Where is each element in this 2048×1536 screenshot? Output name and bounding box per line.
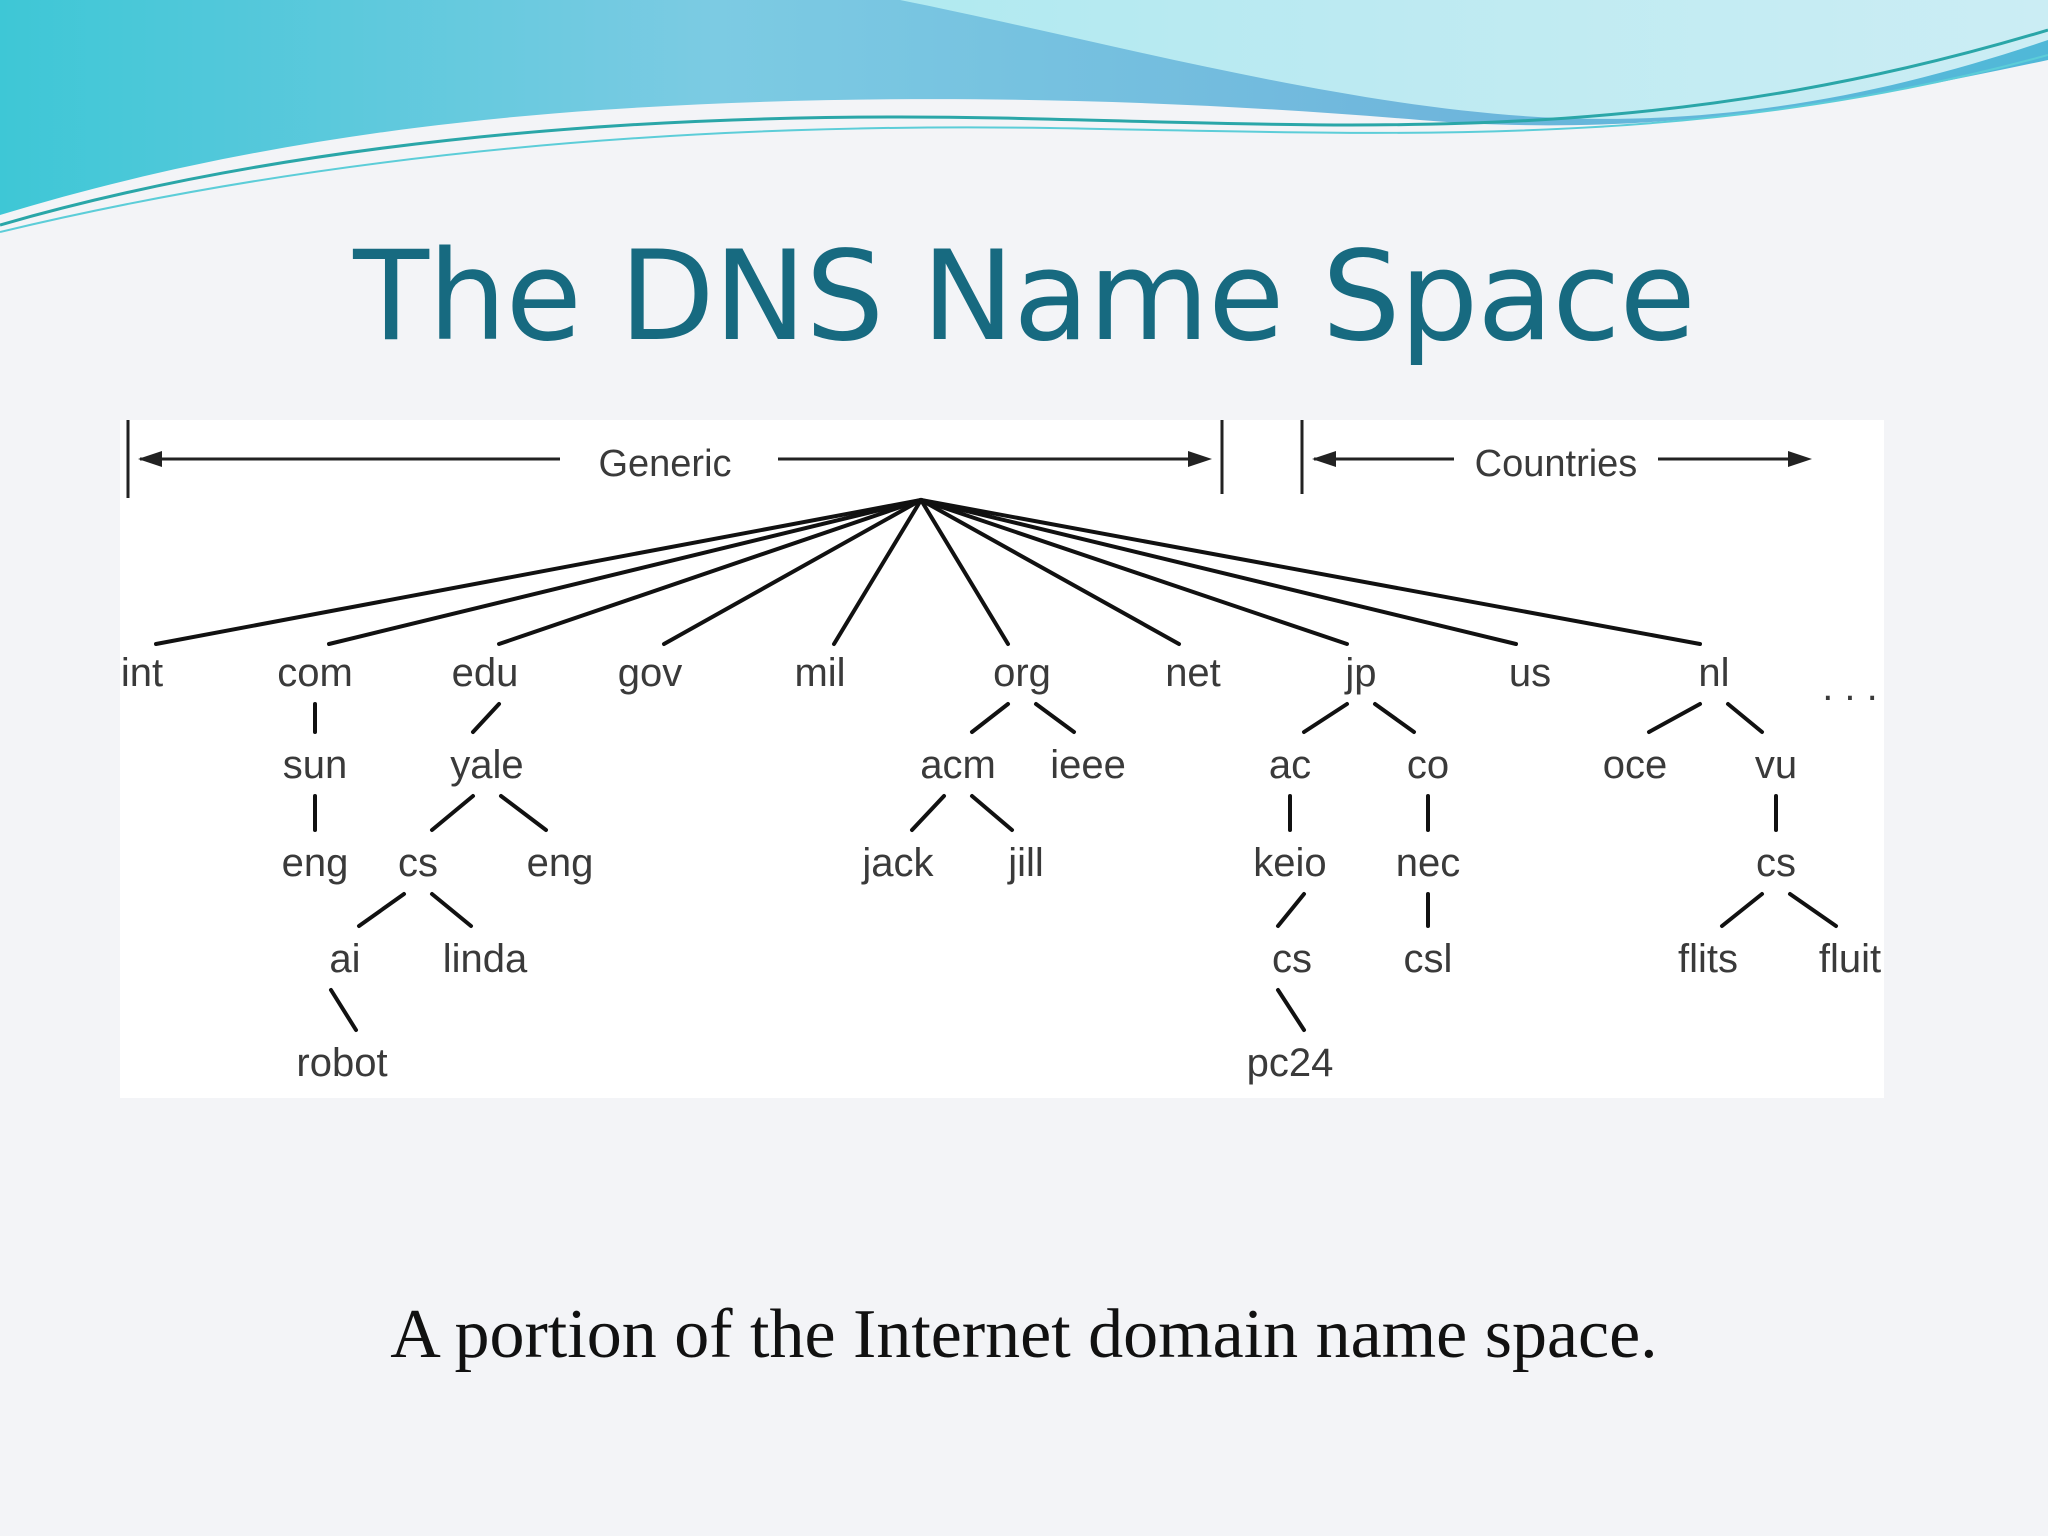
edge-root-mil: [832, 498, 923, 646]
node-int: int: [121, 651, 163, 695]
slide-title: The DNS Name Space: [353, 225, 1696, 369]
node-edu-yale-cs-ai: ai: [329, 937, 360, 981]
edge-root-net: [919, 498, 1181, 646]
node-org: org: [993, 651, 1051, 695]
edge-nl-vu-cs-nl-vu-cs-fluit: [1788, 892, 1838, 928]
node-jp-ac-keio-cs-pc24: pc24: [1247, 1041, 1334, 1085]
node-us: us: [1509, 651, 1551, 695]
node-jp-co-nec: nec: [1396, 841, 1461, 885]
node-mil: mil: [794, 651, 845, 695]
node-jp-ac-keio-cs: cs: [1272, 937, 1312, 981]
edge-nl-vu-cs-nl-vu-cs-flits: [1720, 892, 1764, 928]
edge-root-gov: [662, 498, 923, 646]
decorative-wave-banner: [0, 0, 2048, 233]
node-jp-ac-keio: keio: [1253, 841, 1326, 885]
node-jp-co: co: [1407, 743, 1449, 787]
generic-right-arrowhead: [1188, 451, 1212, 467]
edge-org-org-acm: [970, 702, 1010, 734]
edge-root-edu: [497, 498, 923, 646]
edge-org-acm-org-acm-jack: [910, 794, 946, 832]
tree-edges: [154, 498, 1838, 1032]
countries-left-arrowhead: [1312, 451, 1336, 467]
edge-root-nl: [919, 498, 1702, 646]
slide-caption: A portion of the Internet domain name sp…: [390, 1296, 1658, 1373]
node-nl-vu-cs: cs: [1756, 841, 1796, 885]
edge-org-org-ieee: [1034, 702, 1076, 734]
node-edu-yale-cs-linda: linda: [443, 937, 528, 981]
edge-jp-ac-keio-jp-ac-keio-cs: [1276, 892, 1306, 928]
edge-root-jp: [919, 498, 1349, 646]
edge-edu-yale-edu-yale-eng: [499, 794, 548, 832]
node-gov: gov: [618, 651, 683, 695]
node-nl: nl: [1698, 651, 1729, 695]
edge-root-us: [919, 498, 1518, 646]
node-org-acm-jill: jill: [1007, 841, 1044, 885]
node-com: com: [277, 651, 353, 695]
node-jp: jp: [1344, 651, 1376, 695]
node-org-acm: acm: [920, 743, 996, 787]
edge-edu-yale-edu-yale-cs: [430, 794, 475, 832]
edge-nl-nl-vu: [1726, 702, 1764, 734]
range-indicators: Generic Countries: [126, 420, 1812, 498]
more-domains-ellipsis: . . .: [1822, 665, 1878, 709]
generic-range-label: Generic: [598, 443, 731, 485]
edge-root-org: [919, 498, 1010, 646]
edge-jp-ac-keio-cs-jp-ac-keio-cs-pc24: [1276, 988, 1306, 1032]
node-edu-yale-eng: eng: [527, 841, 594, 885]
edge-edu-yale-cs-ai-edu-yale-cs-ai-robot: [329, 988, 358, 1032]
edge-edu-edu-yale: [471, 702, 501, 734]
node-com-sun-eng: eng: [282, 841, 349, 885]
diagram-panel: [120, 420, 1884, 1098]
edge-nl-nl-oce: [1647, 702, 1702, 734]
node-net: net: [1165, 651, 1221, 695]
edge-org-acm-org-acm-jill: [970, 794, 1014, 832]
tree-node-labels: int com edu gov mil org net jp us nl sun eng yale cs e…: [121, 651, 1881, 1085]
node-edu-yale: yale: [450, 743, 523, 787]
node-jp-co-nec-csl: csl: [1404, 937, 1453, 981]
edge-edu-yale-cs-edu-yale-cs-linda: [430, 892, 473, 928]
node-nl-vu: vu: [1755, 743, 1797, 787]
node-edu-yale-cs-ai-robot: robot: [296, 1041, 387, 1085]
edge-edu-yale-cs-edu-yale-cs-ai: [357, 892, 406, 928]
node-jp-ac: ac: [1269, 743, 1311, 787]
generic-left-arrowhead: [138, 451, 162, 467]
edge-root-int: [154, 498, 923, 646]
edge-jp-jp-ac: [1302, 702, 1349, 734]
node-nl-oce: oce: [1603, 743, 1668, 787]
node-org-ieee: ieee: [1050, 743, 1126, 787]
countries-range-label: Countries: [1475, 443, 1638, 485]
edge-jp-jp-co: [1373, 702, 1416, 734]
node-org-acm-jack: jack: [861, 841, 934, 885]
node-edu: edu: [452, 651, 519, 695]
node-nl-vu-cs-flits: flits: [1678, 937, 1738, 981]
node-nl-vu-cs-fluit: fluit: [1819, 937, 1881, 981]
node-edu-yale-cs: cs: [398, 841, 438, 885]
node-com-sun: sun: [283, 743, 348, 787]
edge-root-com: [327, 498, 923, 646]
countries-right-arrowhead: [1788, 451, 1812, 467]
